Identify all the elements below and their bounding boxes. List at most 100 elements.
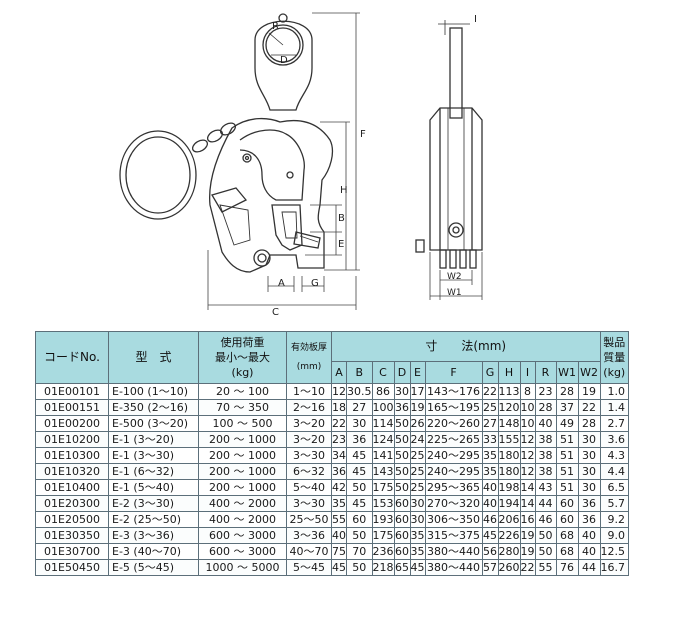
cell-w1: 49 [555, 415, 579, 432]
cell-a: 35 [331, 495, 347, 512]
cell-b: 45 [346, 495, 373, 512]
cell-i: 14 [519, 495, 536, 512]
cell-model: E-1 (6～32) [108, 463, 199, 480]
cell-c: 86 [371, 383, 395, 400]
cell-d: 36 [393, 399, 411, 416]
cell-a: 55 [331, 511, 347, 528]
cell-capacity: 400 ～ 2000 [198, 511, 287, 528]
cell-model: E-1 (5～40) [108, 479, 199, 496]
cell-thickness: 25～50 [286, 511, 332, 528]
cell-b: 50 [346, 479, 373, 496]
cell-h: 260 [497, 559, 521, 576]
cell-r: 38 [534, 431, 557, 448]
cell-thickness: 2～16 [286, 399, 332, 416]
cell-w2: 40 [577, 527, 601, 544]
dim-label-i: I [474, 14, 477, 25]
cell-h: 198 [497, 479, 521, 496]
header-dim-e: E [409, 361, 426, 384]
cell-weight: 2.7 [599, 415, 629, 432]
cell-a: 40 [331, 527, 347, 544]
cell-code: 01E20300 [35, 495, 109, 512]
spec-table: コードNo. 型 式 使用荷重 最小～最大 (kg) 有効板厚 (mm) 寸 法… [35, 331, 629, 576]
cell-i: 22 [519, 559, 536, 576]
cell-d: 50 [393, 463, 411, 480]
cell-e: 45 [409, 559, 426, 576]
header-dim-c: C [371, 361, 395, 384]
cell-r: 40 [534, 415, 557, 432]
cell-a: 23 [331, 431, 347, 448]
cell-i: 16 [519, 511, 536, 528]
cell-a: 18 [331, 399, 347, 416]
cell-code: 01E10300 [35, 447, 109, 464]
cell-w1: 28 [555, 383, 579, 400]
cell-thickness: 1～10 [286, 383, 332, 400]
cell-h: 206 [497, 511, 521, 528]
cell-g: 35 [481, 447, 499, 464]
cell-c: 193 [371, 511, 395, 528]
cell-b: 50 [346, 527, 373, 544]
cell-a: 34 [331, 447, 347, 464]
header-weight-line2: 質量 [603, 351, 626, 364]
cell-b: 70 [346, 543, 373, 560]
cell-g: 22 [481, 383, 499, 400]
dim-label-e: E [338, 239, 345, 250]
cell-w2: 40 [577, 543, 601, 560]
cell-code: 01E00151 [35, 399, 109, 416]
cell-a: 36 [331, 463, 347, 480]
technical-drawing: R D F H B E A G C I W2 W1 [119, 12, 483, 318]
cell-thickness: 3～20 [286, 415, 332, 432]
cell-i: 14 [519, 479, 536, 496]
cell-code: 01E30700 [35, 543, 109, 560]
cell-model: E-1 (3～30) [108, 447, 199, 464]
header-thickness: 有効板厚 (mm) [286, 331, 332, 384]
dim-label-d: D [280, 55, 288, 66]
cell-thickness: 3～20 [286, 431, 332, 448]
cell-w1: 37 [555, 399, 579, 416]
cell-i: 19 [519, 543, 536, 560]
cell-c: 100 [371, 399, 395, 416]
cell-thickness: 40～70 [286, 543, 332, 560]
cell-r: 38 [534, 447, 557, 464]
cell-r: 46 [534, 511, 557, 528]
cell-capacity: 400 ～ 2000 [198, 495, 287, 512]
cell-f: 143～176 [424, 383, 483, 400]
cell-code: 01E20500 [35, 511, 109, 528]
cell-b: 27 [346, 399, 373, 416]
cell-r: 55 [534, 559, 557, 576]
cell-model: E-3 (3～36) [108, 527, 199, 544]
cell-r: 50 [534, 527, 557, 544]
cell-weight: 1.4 [599, 399, 629, 416]
cell-e: 35 [409, 543, 426, 560]
cell-f: 295～365 [424, 479, 483, 496]
header-dim-w2: W2 [577, 361, 601, 384]
cell-weight: 9.0 [599, 527, 629, 544]
cell-c: 175 [371, 527, 395, 544]
cell-f: 306～350 [424, 511, 483, 528]
cell-code: 01E10200 [35, 431, 109, 448]
header-weight-line1: 製品 [603, 336, 626, 349]
cell-model: E-1 (3～20) [108, 431, 199, 448]
dim-label-w1: W1 [447, 288, 462, 298]
header-weight-line3: (kg) [603, 366, 626, 379]
cell-a: 22 [331, 415, 347, 432]
header-dim-w1: W1 [555, 361, 579, 384]
cell-capacity: 200 ～ 1000 [198, 447, 287, 464]
cell-e: 30 [409, 495, 426, 512]
header-dim-i: I [519, 361, 536, 384]
cell-a: 75 [331, 543, 347, 560]
cell-w2: 19 [577, 383, 601, 400]
cell-d: 50 [393, 447, 411, 464]
cell-g: 40 [481, 479, 499, 496]
cell-w1: 60 [555, 511, 579, 528]
cell-c: 236 [371, 543, 395, 560]
cell-c: 175 [371, 479, 395, 496]
cell-d: 60 [393, 511, 411, 528]
cell-g: 46 [481, 511, 499, 528]
cell-e: 19 [409, 399, 426, 416]
cell-code: 01E00101 [35, 383, 109, 400]
header-dim-b: B [346, 361, 373, 384]
